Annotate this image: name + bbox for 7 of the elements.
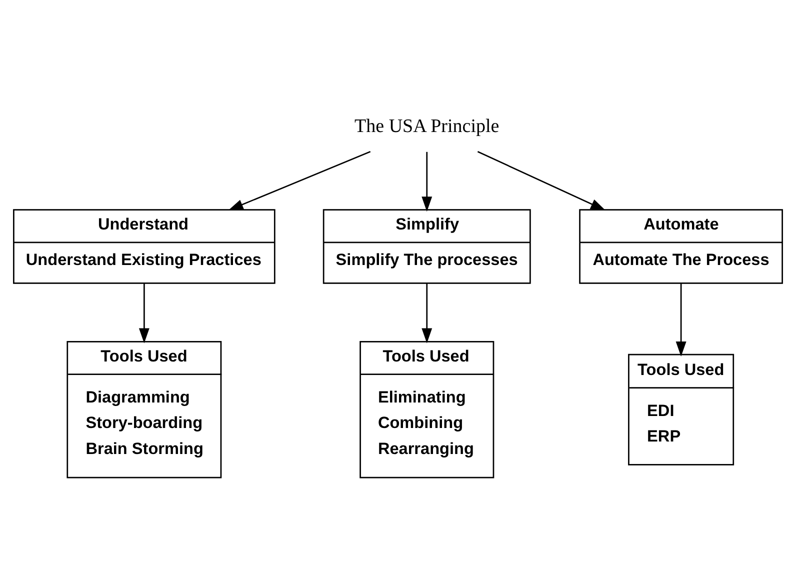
arrow [138, 283, 150, 344]
arrow [477, 151, 606, 210]
arrow [422, 152, 432, 212]
arrow [422, 283, 432, 344]
arrow [676, 283, 686, 357]
node-text: The USA Principle [354, 116, 500, 137]
arrow [228, 151, 371, 210]
